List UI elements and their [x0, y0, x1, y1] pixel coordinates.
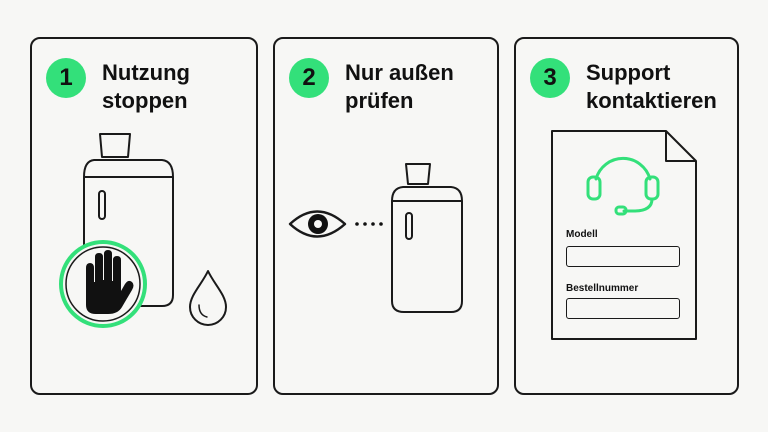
step-title-line2: prüfen	[345, 88, 414, 113]
step-card-1: 1 Nutzung stoppen	[30, 37, 258, 395]
order-number-label: Bestellnummer	[566, 283, 639, 294]
eye-icon	[288, 210, 347, 238]
step-card-2: 2 Nur außen prüfen	[273, 37, 499, 395]
dotted-line	[355, 222, 383, 226]
step-card-3: 3 Support kontaktieren Modell Bestellnum…	[514, 37, 739, 395]
step3-illustration	[551, 130, 697, 340]
step-title: Nur außen prüfen	[345, 59, 495, 115]
headset-icon	[586, 156, 660, 216]
model-label: Modell	[566, 229, 598, 240]
step-title-line1: Support	[586, 60, 671, 85]
device-icon	[391, 163, 463, 313]
step-title-line2: stoppen	[102, 88, 188, 113]
step-number-badge: 2	[289, 58, 329, 98]
step-number-badge: 1	[46, 58, 86, 98]
droplet-icon	[189, 270, 227, 326]
step-title-line2: kontaktieren	[586, 88, 717, 113]
step1-illustration	[59, 133, 227, 328]
droplet-highlight	[198, 304, 208, 318]
stop-hand-icon	[59, 240, 147, 328]
order-number-input[interactable]	[566, 298, 680, 319]
step-title-line1: Nutzung	[102, 60, 190, 85]
step-number-badge: 3	[530, 58, 570, 98]
model-input[interactable]	[566, 246, 680, 267]
step-title-line1: Nur außen	[345, 60, 454, 85]
step-title: Support kontaktieren	[586, 59, 736, 115]
step-title: Nutzung stoppen	[102, 59, 252, 115]
step2-illustration	[288, 163, 463, 313]
device-icon	[83, 133, 174, 307]
